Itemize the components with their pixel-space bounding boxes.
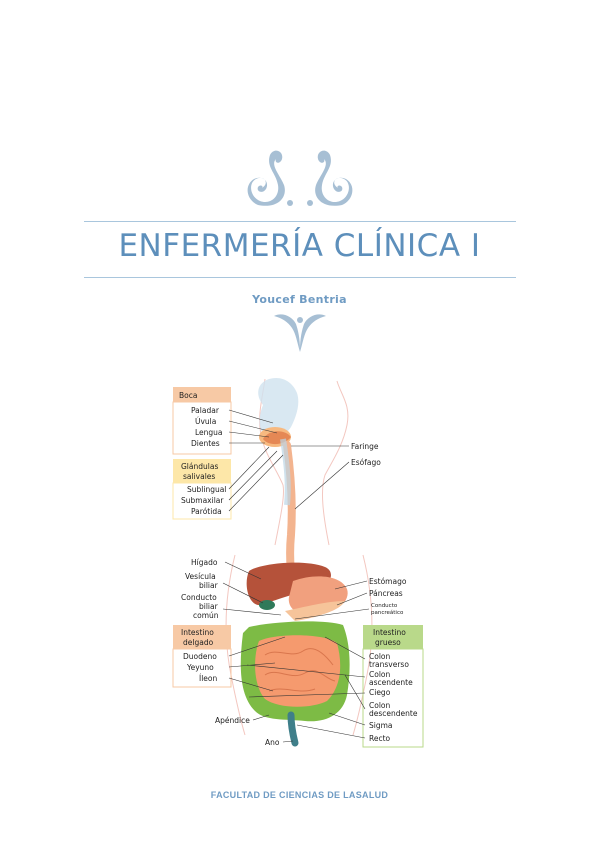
vesicula-label-2: biliar: [199, 581, 219, 590]
boca-label: Dientes: [191, 439, 220, 448]
estomago-label: Estómago: [369, 577, 407, 586]
intestino-grueso-header-1: Intestino: [373, 628, 406, 637]
small-intestine-shape: [255, 635, 341, 707]
body-outline-left: [259, 378, 284, 546]
digestive-system-diagram: Boca Paladar Úvula Lengua Dientes Glándu…: [172, 377, 424, 748]
vesicula-label-1: Vesícula: [185, 572, 216, 581]
intestino-grueso-label: Colon: [369, 701, 390, 710]
intestino-grueso-label: Colon: [369, 670, 390, 679]
intestino-grueso-label: Recto: [369, 734, 391, 743]
conducto-label-1: Conducto: [181, 593, 217, 602]
glandulas-header-bg: [173, 459, 231, 483]
esofago-label: Esófago: [351, 458, 381, 467]
intestino-grueso-label: Sigma: [369, 721, 393, 730]
intestino-delgado-box: [172, 648, 232, 688]
boca-label: Úvula: [195, 417, 216, 426]
boca-box: [172, 401, 232, 455]
ano-label: Ano: [265, 738, 280, 747]
liver-shape: [246, 562, 331, 606]
page-title: ENFERMERÍA CLÍNICA I: [118, 228, 481, 264]
intestino-grueso-box: [362, 648, 424, 748]
head-region: [258, 377, 299, 438]
intestino-delgado-label: Íleon: [199, 674, 217, 683]
author-name: Youcef Bentria: [252, 293, 347, 306]
pancreas-label: Páncreas: [369, 589, 403, 598]
boca-header: Boca: [179, 391, 197, 400]
glandulas-header-1: Glándulas: [181, 462, 218, 471]
intestino-grueso-header-2: grueso: [375, 638, 401, 647]
gallbladder-shape: [259, 600, 275, 610]
faringe-label: Faringe: [351, 442, 379, 451]
ornament-right-scroll: [315, 150, 353, 206]
conducto-pancreatico-label-2: pancreático: [371, 609, 404, 616]
boca-label: Paladar: [191, 406, 220, 415]
middle-ornament: [274, 314, 326, 352]
title-rule-top: [84, 221, 516, 222]
glandulas-header-2: salivales: [183, 472, 215, 481]
pancreas-shape: [285, 601, 345, 621]
glandulas-label: Sublingual: [187, 485, 226, 494]
intestino-delgado-header-1: Intestino: [181, 628, 214, 637]
boca-label: Lengua: [195, 428, 223, 437]
apendice-label: Apéndice: [215, 716, 250, 725]
intestino-grueso-label: Ciego: [369, 688, 391, 697]
intestino-grueso-label: transverso: [369, 660, 409, 669]
glandulas-label: Parótida: [191, 507, 222, 516]
intestino-delgado-header-2: delgado: [183, 638, 214, 647]
title-rule-bottom: [84, 277, 516, 278]
conducto-label-3: común: [193, 611, 219, 620]
torso-outline-right: [352, 554, 373, 736]
rectum-shape: [287, 711, 299, 747]
footer-faculty: FACULTAD DE CIENCIAS DE LASALUD: [210, 790, 389, 800]
intestino-grueso-label: Colon: [369, 652, 390, 661]
intestino-grueso-label: ascendente: [369, 678, 413, 687]
intestino-grueso-label: descendente: [369, 709, 418, 718]
intestino-delgado-label: Duodeno: [183, 652, 217, 661]
body-outline-right: [321, 380, 349, 546]
torso-outline-left: [225, 554, 246, 736]
glandulas-label: Submaxilar: [181, 496, 224, 505]
intestino-delgado-label: Yeyuno: [186, 663, 214, 672]
ornament-left-scroll: [247, 150, 285, 206]
intestino-grueso-header-bg: [363, 625, 423, 649]
intestino-delgado-header-bg: [173, 625, 231, 649]
conducto-pancreatico-label-1: Conducto: [371, 603, 398, 609]
conducto-label-2: biliar: [199, 602, 219, 611]
top-ornament: [247, 150, 353, 206]
boca-header-bg: [173, 387, 231, 402]
glandulas-box: [172, 482, 232, 520]
higado-label: Hígado: [191, 558, 218, 567]
